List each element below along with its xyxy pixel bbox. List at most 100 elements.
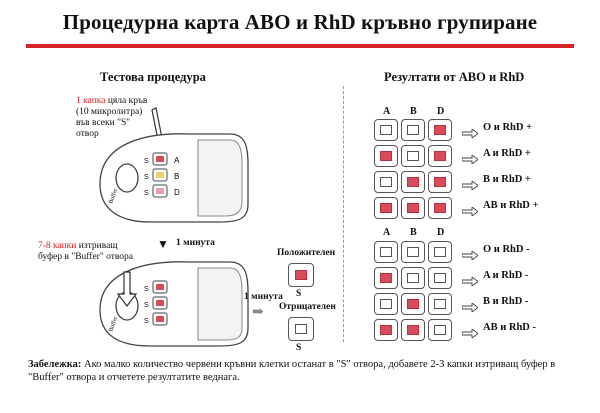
agglutination-negative-mark	[380, 125, 392, 135]
wait-1-label: 1 минута	[176, 238, 215, 248]
agglutination-positive-mark	[434, 151, 446, 161]
buffer-arrow-icon	[116, 271, 138, 307]
result-arrow-icon	[461, 247, 479, 261]
negative-s-label: S	[296, 343, 302, 353]
agglutination-negative-mark	[407, 273, 419, 283]
agglutination-negative-mark	[434, 273, 446, 283]
col-header-a: A	[383, 106, 391, 117]
agglutination-negative-mark	[407, 247, 419, 257]
agglutination-positive-mark	[380, 203, 392, 213]
test-well-b	[401, 119, 425, 141]
step1-text-line4: отвор	[76, 129, 99, 139]
svg-text:S: S	[144, 286, 149, 293]
positive-label: Положителен	[277, 248, 336, 258]
result-label: B и RhD +	[483, 174, 531, 185]
right-arrow-icon: ➡	[252, 305, 264, 320]
test-card-step2: Buffer S S S	[99, 261, 249, 347]
result-label: A и RhD -	[483, 270, 529, 281]
svg-text:Buffer: Buffer	[107, 316, 119, 333]
note-body: Ако малко количество червени кръвни клет…	[28, 359, 556, 383]
page-title: Процедурна карта ABO и RhD кръвно групир…	[62, 10, 538, 34]
result-row	[374, 119, 474, 141]
agglutination-positive-mark	[407, 325, 419, 335]
test-well-a	[374, 145, 398, 167]
test-well-a	[374, 171, 398, 193]
svg-text:S: S	[144, 190, 149, 197]
result-arrow-icon	[461, 273, 479, 287]
test-well-b	[401, 293, 425, 315]
test-well-b	[401, 145, 425, 167]
step1-text-line1: цяла кръв	[105, 96, 148, 106]
step1-text-line2: (10 микролитра)	[76, 107, 143, 117]
step1-text-line3: във всеки "S"	[76, 118, 131, 128]
result-arrow-icon	[461, 125, 479, 139]
step2-text-line2: буфер в "Buffer" отвора	[38, 252, 134, 262]
agglutination-positive-mark	[434, 125, 446, 135]
buffer-label: Buffer	[107, 188, 119, 205]
result-row	[374, 293, 474, 315]
svg-text:A: A	[174, 156, 180, 165]
result-label: O и RhD +	[483, 122, 533, 133]
col-header-a-neg: A	[383, 227, 391, 238]
result-row	[374, 319, 474, 341]
result-label: O и RhD -	[483, 244, 530, 255]
test-well-b	[401, 171, 425, 193]
test-well-b	[401, 319, 425, 341]
svg-text:S: S	[144, 158, 149, 165]
negative-example-well	[288, 317, 314, 341]
agglutination-negative-mark	[380, 299, 392, 309]
test-well-a	[374, 197, 398, 219]
test-well-d	[428, 197, 452, 219]
agglutination-negative-mark	[407, 151, 419, 161]
test-well-d	[428, 319, 452, 341]
positive-example-well	[288, 263, 314, 287]
step1-drop-count: 1 капка	[76, 96, 106, 106]
result-row	[374, 197, 474, 219]
test-well-d	[428, 267, 452, 289]
result-row	[374, 145, 474, 167]
svg-text:S: S	[144, 318, 149, 325]
agglutination-negative-mark	[434, 299, 446, 309]
agglutination-positive-mark	[380, 273, 392, 283]
result-arrow-icon	[461, 151, 479, 165]
result-label: A и RhD +	[483, 148, 531, 159]
result-label: B и RhD -	[483, 296, 529, 307]
result-arrow-icon	[461, 203, 479, 217]
col-header-b-neg: B	[410, 227, 417, 238]
agglutination-negative-mark	[434, 325, 446, 335]
agglutination-positive-mark	[434, 177, 446, 187]
agglutination-positive-mark	[380, 151, 392, 161]
agglutination-negative-mark	[434, 247, 446, 257]
agglutination-negative-mark	[407, 125, 419, 135]
negative-label: Отрицателен	[279, 302, 336, 312]
test-well-d	[428, 293, 452, 315]
title-underline	[26, 44, 574, 48]
test-well-d	[428, 145, 452, 167]
step2-text-line1: изтриващ	[76, 241, 118, 251]
col-header-b: B	[410, 106, 417, 117]
svg-text:B: B	[174, 172, 179, 181]
agglutination-positive-mark	[407, 177, 419, 187]
agglutination-positive-mark	[434, 203, 446, 213]
result-label: AB и RhD -	[483, 322, 537, 333]
test-well-a	[374, 319, 398, 341]
test-well-b	[401, 241, 425, 263]
test-well-d	[428, 241, 452, 263]
result-row	[374, 267, 474, 289]
positive-s-label: S	[296, 289, 302, 299]
test-well-a	[374, 241, 398, 263]
test-well-d	[428, 171, 452, 193]
test-well-d	[428, 119, 452, 141]
agglutination-positive-mark	[407, 203, 419, 213]
test-well-b	[401, 197, 425, 219]
result-label: AB и RhD +	[483, 200, 539, 211]
result-arrow-icon	[461, 325, 479, 339]
result-arrow-icon	[461, 177, 479, 191]
test-well-b	[401, 267, 425, 289]
test-procedure-heading: Тестова процедура	[100, 70, 206, 84]
agglutination-negative-mark	[380, 247, 392, 257]
test-well-a	[374, 119, 398, 141]
test-card-step1: Buffer S S S A B D	[99, 107, 249, 223]
note-label: Забележка:	[28, 359, 82, 370]
results-heading: Резултати от ABO и RhD	[384, 70, 525, 84]
